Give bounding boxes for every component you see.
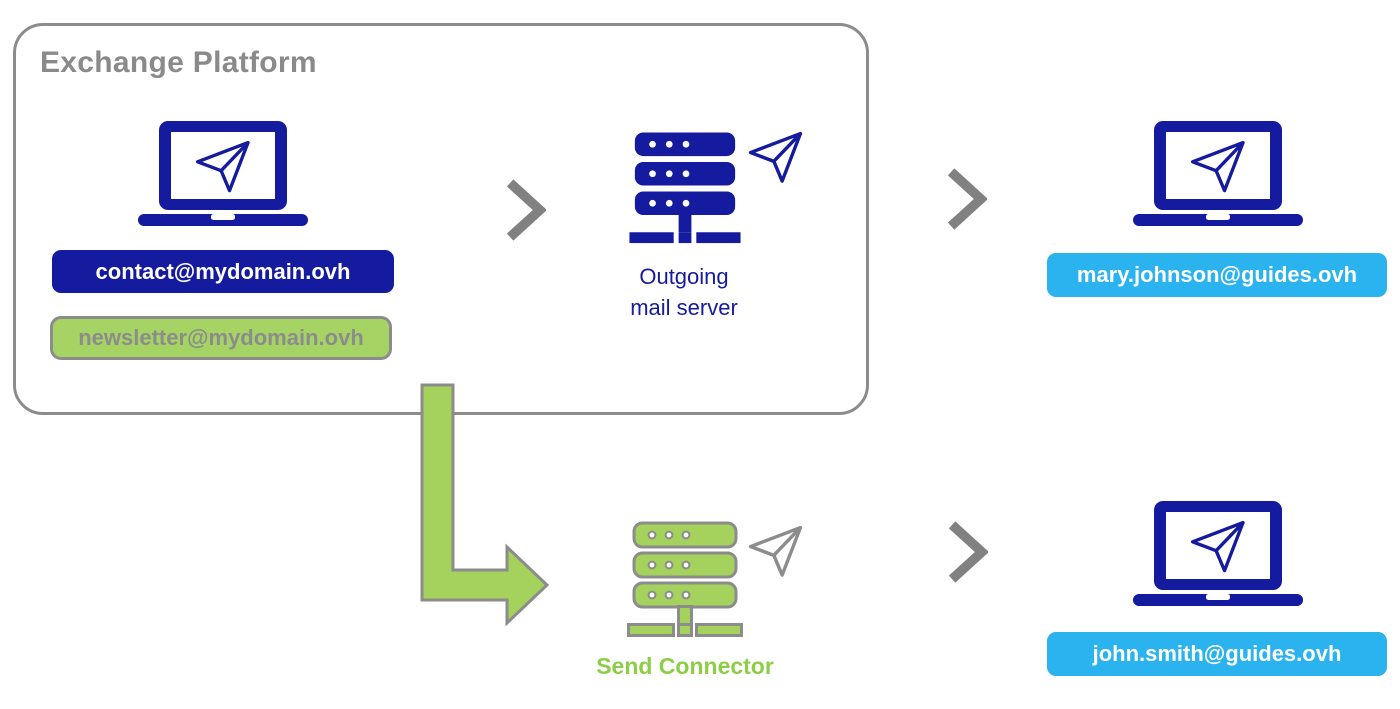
newsletter-address-badge: newsletter@mydomain.ovh xyxy=(50,316,392,360)
sender-laptop-icon xyxy=(138,121,308,226)
label-line: Outgoing xyxy=(639,264,729,289)
outgoing-mail-server-icon xyxy=(627,131,743,247)
chevron-right-icon xyxy=(946,519,988,585)
label-line: mail server xyxy=(630,295,738,320)
recipient-laptop-icon xyxy=(1133,501,1303,606)
send-connector-label: Send Connector xyxy=(596,653,774,679)
recipient-address-badge: mary.johnson@guides.ovh xyxy=(1047,253,1387,297)
recipient-laptop-icon xyxy=(1133,121,1303,226)
chevron-right-icon xyxy=(945,166,987,232)
outgoing-mail-server-label: Outgoing mail server xyxy=(584,261,784,323)
send-connector-server-icon xyxy=(627,521,743,640)
chevron-right-icon xyxy=(504,177,546,243)
elbow-arrow-down-right-icon xyxy=(420,383,550,627)
exchange-platform-title: Exchange Platform xyxy=(40,46,317,79)
paper-plane-icon xyxy=(747,524,804,581)
contact-address-badge: contact@mydomain.ovh xyxy=(52,250,394,293)
paper-plane-icon xyxy=(747,130,804,187)
recipient-address-badge: john.smith@guides.ovh xyxy=(1047,632,1387,676)
